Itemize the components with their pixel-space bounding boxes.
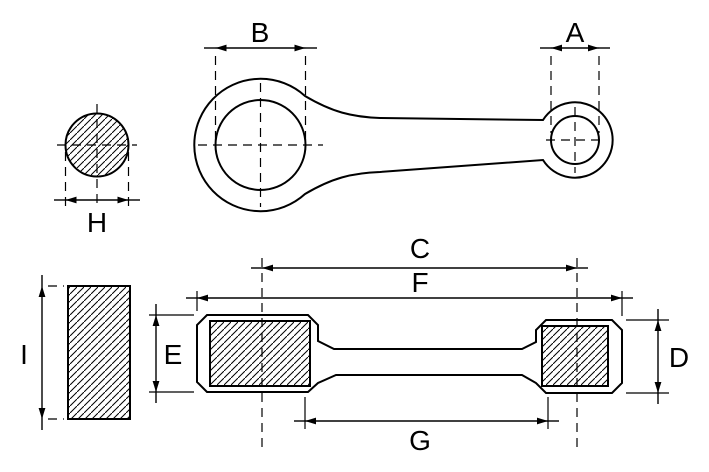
dimension-a: A — [540, 17, 610, 133]
dimension-g: G — [294, 397, 559, 456]
dim-label-d: D — [669, 342, 689, 373]
dimension-f: F — [186, 267, 633, 316]
pin-side-view — [67, 285, 131, 420]
dim-label-a: A — [566, 17, 585, 48]
big-end-section — [209, 320, 311, 387]
small-end-section — [541, 325, 609, 387]
rod-top-view-outline — [193, 77, 614, 213]
dim-label-e: E — [164, 339, 183, 370]
dim-label-h: H — [87, 207, 107, 238]
dimension-d: D — [626, 309, 689, 404]
pin-rectangle — [67, 285, 131, 420]
pin-cross-section — [57, 104, 137, 205]
rod-top-view — [193, 77, 614, 213]
dimension-h: H — [54, 152, 140, 238]
dimension-c: C — [251, 233, 588, 272]
rod-side-view — [196, 258, 623, 452]
dim-label-g: G — [409, 425, 431, 456]
dim-label-i: I — [20, 339, 28, 370]
dim-label-f: F — [411, 267, 428, 298]
dimension-i: I — [20, 275, 64, 430]
dim-label-b: B — [251, 17, 270, 48]
dimension-e: E — [149, 304, 194, 403]
dimension-b: B — [204, 17, 317, 143]
dim-label-c: C — [410, 233, 430, 264]
